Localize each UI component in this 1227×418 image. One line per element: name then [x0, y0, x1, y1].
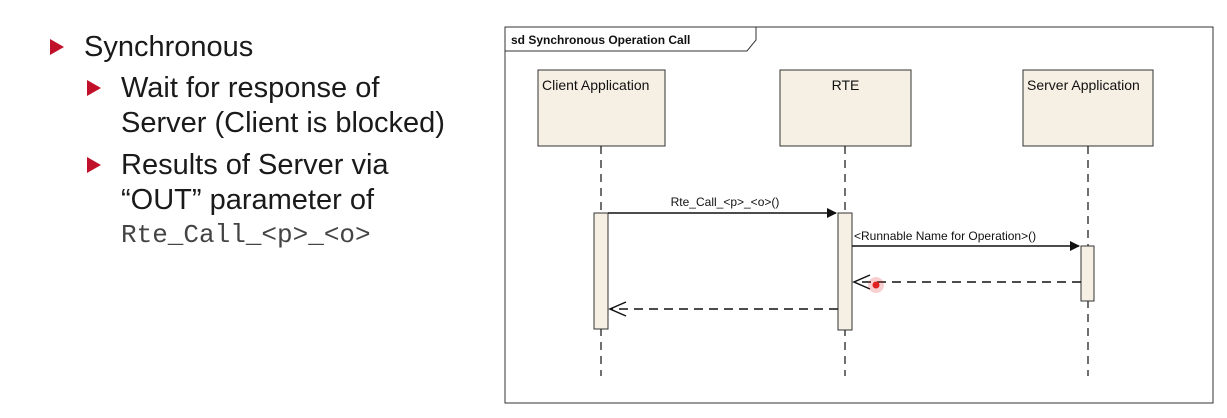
message-runnable-label: <Runnable Name for Operation>()	[854, 229, 1036, 243]
bullet-code-line: Rte_Call_<p>_<o>	[121, 220, 371, 250]
bullet-triangle-icon	[50, 39, 64, 55]
lifeline-label-rte: RTE	[832, 77, 860, 93]
cursor-dot-icon	[872, 281, 880, 289]
return-open-arrow-icon	[852, 274, 871, 290]
lifeline-head-server	[1022, 69, 1154, 147]
bullet-triangle-icon	[87, 157, 101, 173]
bullet-line: Server (Client is blocked)	[121, 107, 445, 139]
return-open-arrow-icon	[608, 301, 627, 317]
bullet-text: Results of Server via “OUT” parameter of…	[121, 148, 389, 253]
bullet-line: Results of Server via	[121, 149, 389, 181]
bullet-line: Wait for response of	[121, 72, 380, 104]
message-call-label: Rte_Call_<p>_<o>()	[671, 195, 780, 209]
lifeline-label-client: Client Application	[542, 77, 649, 93]
bullet-text: Wait for response of Server (Client is b…	[121, 71, 445, 141]
bullet-results-out: Results of Server via “OUT” parameter of…	[87, 148, 389, 253]
frame-label: sd Synchronous Operation Call	[511, 33, 690, 47]
bullet-wait-response: Wait for response of Server (Client is b…	[87, 71, 445, 141]
bullet-line: “OUT” parameter of	[121, 184, 374, 216]
lifeline-server: Server Application	[1022, 69, 1154, 376]
bullet-label: Synchronous	[84, 31, 254, 63]
activation-rte	[837, 212, 853, 331]
lifeline-client: Client Application	[537, 69, 666, 376]
bullet-synchronous: Synchronous	[50, 30, 253, 65]
activation-client	[593, 212, 609, 330]
lifeline-label-server: Server Application	[1027, 77, 1140, 93]
bullet-triangle-icon	[87, 80, 101, 96]
lifeline-head-client	[537, 69, 666, 147]
frame-label-tab	[505, 27, 757, 52]
activation-server	[1080, 245, 1095, 302]
